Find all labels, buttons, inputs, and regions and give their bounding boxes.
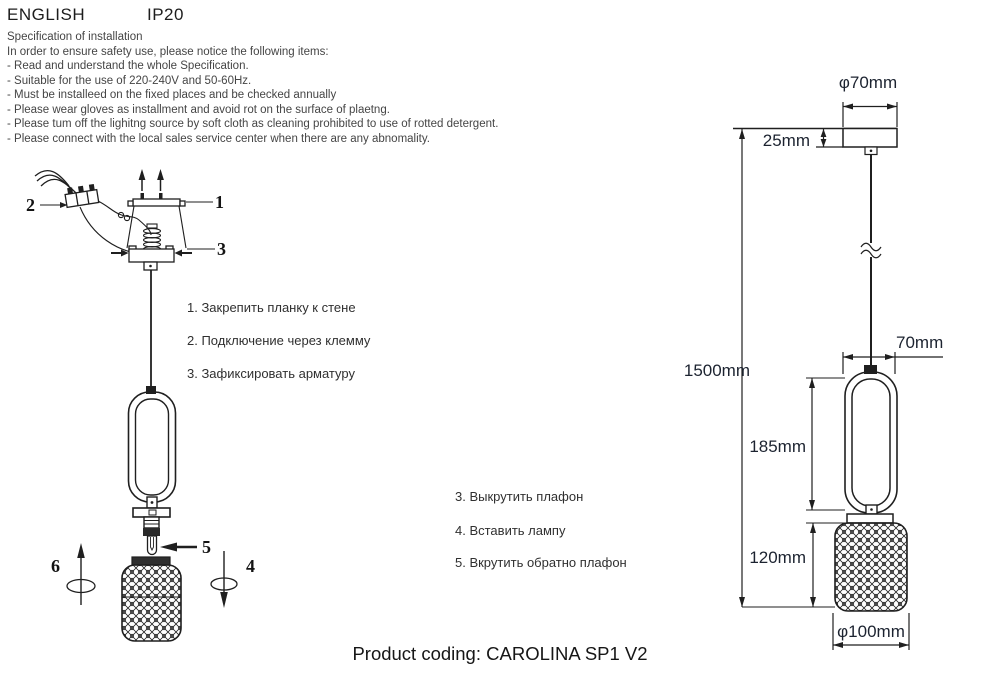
product-coding: Product coding: CAROLINA SP1 V2 xyxy=(352,643,648,664)
canopy-press-arrows-icon xyxy=(111,249,192,257)
dim-frame-height: 185mm xyxy=(749,437,806,456)
step-lamp-3: 5. Вкрутить обратно плафон xyxy=(455,555,627,570)
supply-wires-icon xyxy=(34,169,77,194)
callout-number-terminal: 2 xyxy=(26,195,35,215)
suspension-length-dim xyxy=(739,129,835,608)
dim-suspension-length: 1500mm xyxy=(683,361,750,380)
step-mount-1: 1. Закрепить планку к стене xyxy=(187,300,356,315)
shade-icon xyxy=(121,556,182,642)
step-lamp-2: 4. Вставить лампу xyxy=(455,523,566,538)
canopy xyxy=(842,127,898,148)
rotate-screw-icon xyxy=(210,551,238,608)
canopy-diameter-dim xyxy=(842,102,898,127)
callout-number-bulb: 5 xyxy=(202,537,211,557)
dim-shade-height: 120mm xyxy=(749,548,806,567)
step-mount-2: 2. Подключение через клемму xyxy=(187,333,371,348)
dim-shade-diameter: φ100mm xyxy=(837,622,905,641)
spec-title: Specification of installation xyxy=(7,31,143,43)
spec-item: - Must be installeed on the fixed places… xyxy=(7,89,337,101)
screw-up-arrows-icon xyxy=(138,169,164,191)
rotate-unscrew-icon xyxy=(66,543,96,605)
frame-ring xyxy=(844,365,898,514)
connection-wires xyxy=(79,200,152,255)
shade-diameter-dim xyxy=(832,613,910,650)
callout-number-canopy: 3 xyxy=(217,239,226,259)
spec-item: - Please tum off the lighitng source by … xyxy=(7,118,499,130)
callout-number-screw: 4 xyxy=(246,556,255,576)
terminal-block-icon xyxy=(64,183,100,209)
spec-block: Specification of installation In order t… xyxy=(7,30,498,146)
canopy-height-dim xyxy=(816,129,843,148)
cable-break-icon xyxy=(860,242,882,252)
pendant-cable xyxy=(860,154,882,365)
callout-number-unscrew: 6 xyxy=(51,556,60,576)
ip-rating: IP20 xyxy=(147,5,184,24)
spring-icon xyxy=(142,223,162,252)
frame-ring-icon xyxy=(127,386,177,503)
callout-lines xyxy=(40,201,215,250)
bulb-icon xyxy=(146,535,158,556)
dim-canopy-height: 25mm xyxy=(762,131,810,150)
spec-item: - Suitable for the use of 220-240V and 5… xyxy=(7,74,252,87)
step-mount-3: 3. Зафиксировать арматуру xyxy=(187,366,355,381)
mounting-bracket-icon xyxy=(127,193,186,207)
canopy-icon xyxy=(128,245,175,271)
step-lamp-1: 3. Выкрутить плафон xyxy=(455,489,584,504)
spec-item: - Read and understand the whole Specific… xyxy=(7,60,249,72)
dimension-diagram xyxy=(733,102,943,650)
canopy-cone-lines xyxy=(126,205,187,249)
language-label: ENGLISH xyxy=(7,5,86,24)
spec-item: - Please connect with the local sales se… xyxy=(7,132,430,145)
frame-height-dim xyxy=(806,377,845,511)
dim-frame-width: 70mm xyxy=(896,333,944,352)
shade xyxy=(834,522,908,612)
shade-height-dim xyxy=(806,522,847,607)
frame-width-dim xyxy=(842,352,943,374)
socket-assembly-icon xyxy=(132,496,171,536)
spec-intro: In order to ensure safety use, please no… xyxy=(7,45,329,58)
callout-number-bracket: 1 xyxy=(215,192,224,212)
installation-diagram xyxy=(34,169,238,642)
dim-canopy-diameter: φ70mm xyxy=(838,73,898,92)
spec-item: - Please wear gloves as installment and … xyxy=(7,103,390,116)
insert-bulb-arrow-icon xyxy=(160,542,197,552)
